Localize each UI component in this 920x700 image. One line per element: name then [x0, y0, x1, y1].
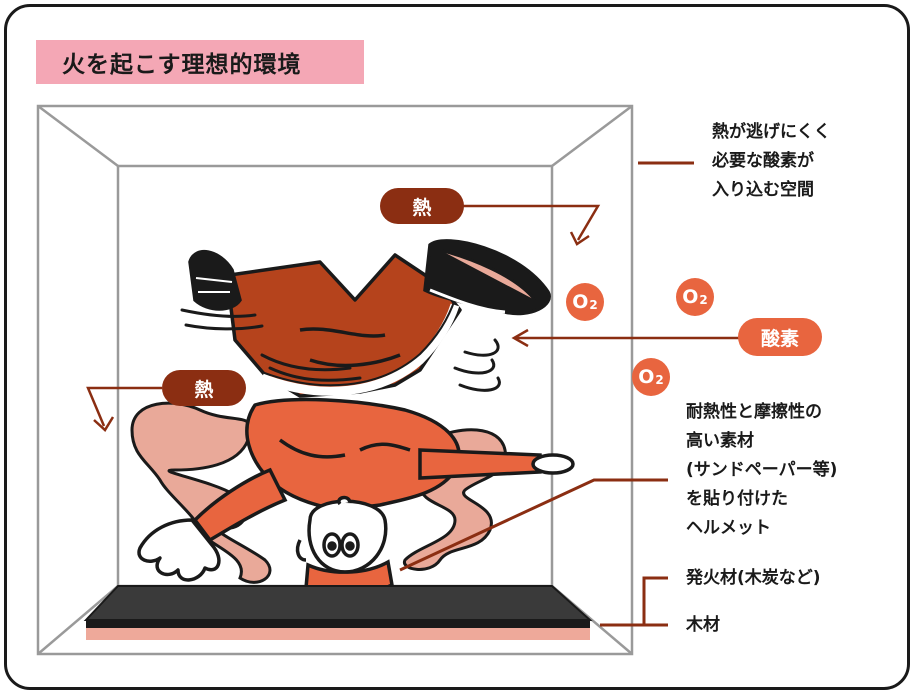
space-description: 熱が逃げにくく 必要な酸素が 入り込む空間 — [712, 118, 831, 205]
space-line-3: 入り込む空間 — [712, 180, 814, 200]
motion-lines — [180, 308, 501, 392]
helmet-line-1: 耐熱性と摩擦性の — [686, 402, 822, 422]
helmet-line-2: 高い素材 — [686, 431, 754, 451]
igniter-label: 発火材(木炭など) — [686, 568, 821, 588]
helmet-line-4: を貼り付けた — [686, 489, 788, 509]
left-shoe — [188, 250, 242, 311]
leader-lines — [399, 161, 694, 627]
floor-igniter-edge — [86, 620, 590, 628]
dancer-arm-right — [418, 448, 575, 480]
oxygen-label: 酸素 — [738, 318, 822, 356]
wood-label: 木材 — [686, 615, 720, 635]
heat-arrow-left — [86, 386, 162, 432]
helmet-line-5: ヘルメット — [686, 518, 771, 538]
right-shoe — [423, 239, 551, 316]
dancer-head — [295, 495, 394, 597]
space-line-2: 必要な酸素が — [712, 151, 814, 171]
left-glove — [137, 518, 221, 582]
space-line-1: 熱が逃げにくく — [712, 122, 831, 142]
helmet-line-3: (サンドペーパー等) — [686, 460, 838, 480]
heat-arrow-right — [462, 204, 601, 246]
heat-label-left: 熱 — [162, 370, 246, 406]
dancer-legs — [228, 253, 462, 398]
floor-igniter — [83, 585, 593, 621]
heat-label-top: 熱 — [380, 188, 464, 224]
page-title: 火を起こす理想的環境 — [36, 40, 364, 84]
floor-wood — [86, 628, 590, 640]
oxygen-arrow — [511, 328, 740, 348]
helmet-description: 耐熱性と摩擦性の 高い素材 (サンドペーパー等) を貼り付けた ヘルメット — [686, 398, 837, 543]
pants-stripe — [260, 303, 460, 396]
